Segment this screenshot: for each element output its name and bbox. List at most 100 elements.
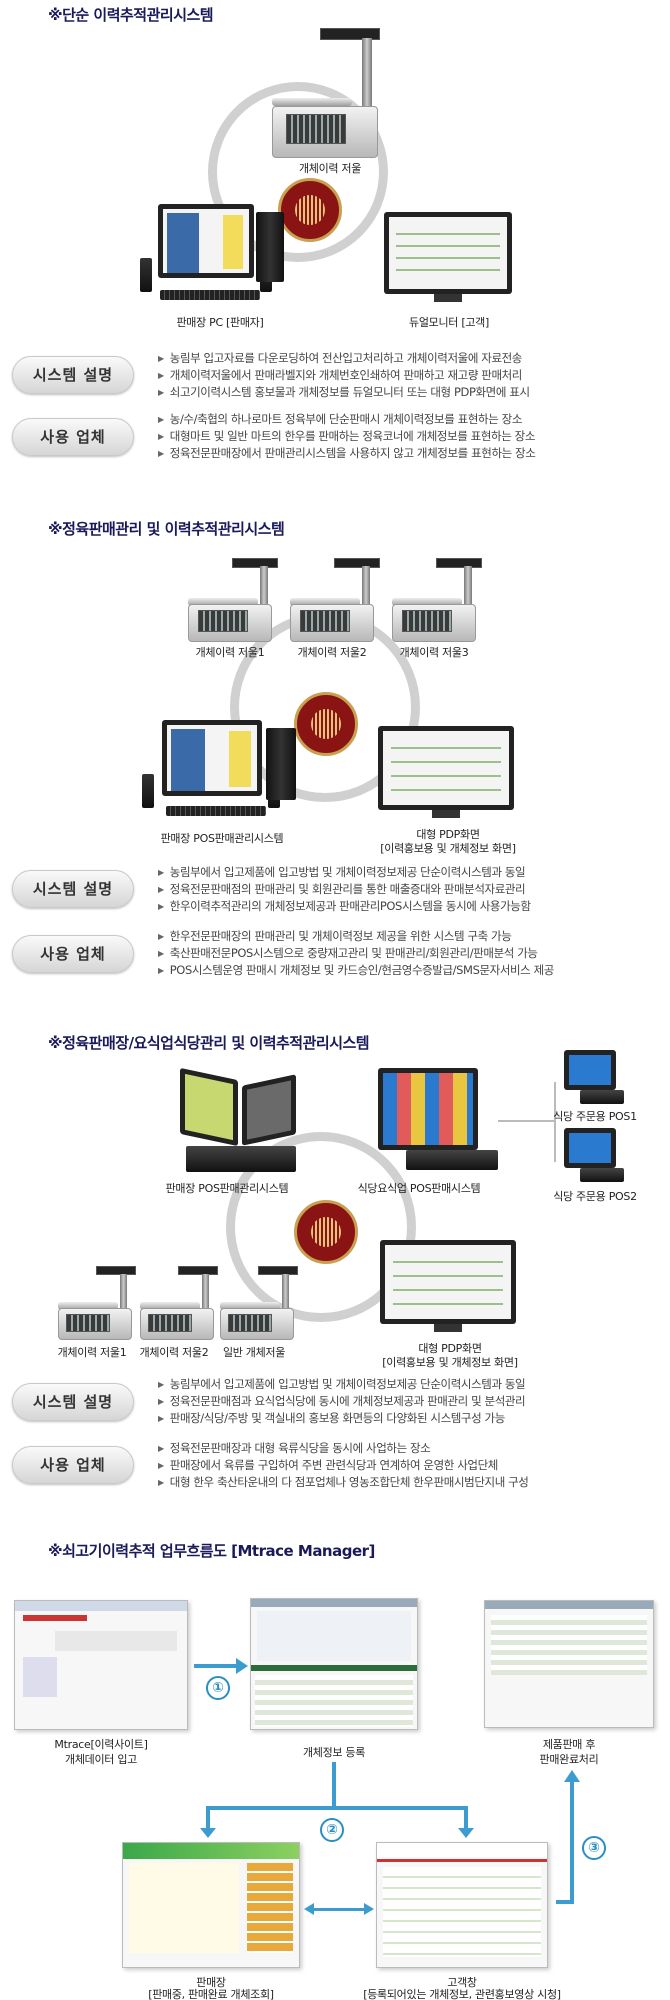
users-list: 농/수/축협의 하나로마트 정육부에 단순판매시 개체이력정보를 표현하는 장소…: [158, 411, 668, 462]
traceability-scale-icon: [140, 1266, 226, 1340]
arrow-head-icon: [564, 1770, 580, 1782]
list-item: 판매장에서 육류를 구입하여 주변 관련식당과 연계하여 운영한 사업단체: [158, 1457, 668, 1474]
step-number: ①: [206, 1676, 230, 1700]
connector-line: [498, 1120, 554, 1122]
section-title: ※정육판매장/요식업식당관리 및 이력추적관리시스템: [48, 1034, 370, 1052]
list-item: 농림부에서 입고제품에 입고방법 및 개체이력정보제공 단순이력시스템과 동일: [158, 864, 668, 881]
system-description-list: 농림부에서 입고제품에 입고방법 및 개체이력정보제공 단순이력시스템과 동일 …: [158, 864, 668, 915]
mtrace-caption: Mtrace[이력사이트]: [54, 1738, 148, 1751]
traceability-scale-icon: [272, 28, 392, 158]
flow-arrow: [570, 1780, 574, 1904]
scale-caption: 개체이력 저울: [298, 162, 362, 175]
system-ring: [226, 1132, 416, 1322]
pdp-subcaption: [이력홍보용 및 개체정보 화면]: [382, 1356, 518, 1369]
mtrace-screenshot: [14, 1600, 188, 1730]
users-list: 정육전문판매장과 대형 육류식당을 동시에 사업하는 장소 판매장에서 육류를 …: [158, 1440, 668, 1491]
sales-pc-icon: [140, 204, 290, 304]
list-item: 농림부 입고자료를 다운로딩하여 전산입고처리하고 개체이력저울에 자료전송: [158, 350, 668, 367]
traceability-scale-icon: [188, 558, 288, 642]
traceability-seal-icon: [294, 1200, 358, 1264]
list-item: 정육전문판매장과 대형 육류식당을 동시에 사업하는 장소: [158, 1440, 668, 1457]
users-list: 한우전문판매장의 판매관리 및 개체이력정보 제공을 위한 시스템 구축 가능 …: [158, 928, 668, 979]
scale-caption: 개체이력 저울1: [195, 646, 265, 659]
users-label: 사용 업체: [12, 418, 134, 456]
pdp-monitor-icon: [378, 726, 518, 822]
list-item: 한우이력추적관리의 개체정보제공과 판매관리POS시스템을 동시에 사용가능함: [158, 898, 668, 915]
traceability-seal-icon: [294, 692, 358, 756]
system-description-label: 시스템 설명: [12, 356, 134, 394]
order-pos-caption: 식당 주문용 POS1: [553, 1110, 637, 1123]
traceability-seal-icon: [278, 178, 342, 242]
arrow-head-icon: [236, 1658, 248, 1674]
complete-screenshot: [484, 1600, 654, 1728]
register-caption: 개체정보 등록: [302, 1746, 366, 1759]
order-pos-icon: [560, 1050, 630, 1106]
step-number: ②: [320, 1818, 344, 1842]
flow-arrow: [464, 1806, 468, 1830]
flow-arrow: [206, 1806, 468, 1810]
pos-sales-caption: 판매장 POS판매관리시스템: [165, 1182, 289, 1195]
order-pos-caption: 식당 주문용 POS2: [553, 1190, 637, 1203]
complete-subcaption: 판매완료처리: [539, 1753, 599, 1766]
flow-arrow: [332, 1762, 336, 1806]
store-caption: 판매장: [196, 1976, 226, 1989]
pdp-caption: 대형 PDP화면: [416, 828, 480, 841]
users-label: 사용 업체: [12, 1446, 134, 1484]
scale-caption: 개체이력 저울3: [399, 646, 469, 659]
customer-screenshot: [376, 1842, 548, 1968]
step-number: ③: [582, 1836, 606, 1860]
list-item: 정육전문판매장에서 판매관리시스템을 사용하지 않고 개체정보를 표현하는 장소: [158, 445, 668, 462]
flow-arrow: [312, 1908, 366, 1911]
arrow-head-icon: [458, 1828, 474, 1838]
flow-arrow: [194, 1664, 240, 1668]
list-item: 축산판매전문POS시스템으로 중량재고관리 및 판매관리/회원관리/판매분석 가…: [158, 945, 668, 962]
list-item: 농림부에서 입고제품에 입고방법 및 개체이력정보제공 단순이력시스템과 동일: [158, 1376, 668, 1393]
dual-pos-icon: [176, 1066, 306, 1176]
pc-caption: 판매장 POS판매관리시스템: [160, 832, 284, 845]
flow-arrow: [556, 1900, 572, 1904]
dual-monitor-icon: [384, 212, 514, 312]
pc-caption: 판매장 PC [판매자]: [176, 316, 264, 329]
pos-pc-icon: [142, 720, 302, 820]
restaurant-pos-icon: [378, 1068, 498, 1172]
list-item: 농/수/축협의 하나로마트 정육부에 단순판매시 개체이력정보를 표현하는 장소: [158, 411, 668, 428]
list-item: POS시스템운영 판매시 개체정보 및 카드승인/현금영수증발급/SMS문자서비…: [158, 962, 668, 979]
mtrace-subcaption: 개체데이터 입고: [65, 1753, 137, 1766]
system-ring: [208, 82, 388, 262]
complete-caption: 제품판매 후: [542, 1738, 596, 1751]
section-title: ※쇠고기이력추적 업무흐름도 [Mtrace Manager]: [48, 1542, 375, 1560]
arrow-head-icon: [364, 1903, 374, 1915]
scale-caption: 개체이력 저울2: [297, 646, 367, 659]
traceability-scale-icon: [220, 1266, 306, 1340]
list-item: 정육전문판매점과 요식업식당에 동시에 개체정보제공과 판매관리 및 분석관리: [158, 1393, 668, 1410]
scale-caption: 개체이력 저울2: [139, 1346, 209, 1359]
system-description-list: 농림부에서 입고제품에 입고방법 및 개체이력정보제공 단순이력시스템과 동일 …: [158, 1376, 668, 1427]
section-title: ※단순 이력추적관리시스템: [48, 6, 214, 24]
scale-caption: 개체이력 저울1: [57, 1346, 127, 1359]
customer-subcaption: [등록되어있는 개체정보, 관련홍보영상 시청]: [363, 1988, 561, 2000]
list-item: 대형 한우 축산타운내의 다 점포업체나 영농조합단체 한우판매시범단지내 구성: [158, 1474, 668, 1491]
pdp-subcaption: [이력홍보용 및 개체정보 화면]: [380, 842, 516, 855]
store-subcaption: [판매중, 판매완료 개체조회]: [148, 1988, 274, 2000]
traceability-scale-icon: [290, 558, 390, 642]
connector-line: [554, 1082, 556, 1162]
section-title: ※정육판매관리 및 이력추적관리시스템: [48, 520, 285, 538]
register-screenshot: [250, 1598, 418, 1730]
system-description-list: 농림부 입고자료를 다운로딩하여 전산입고처리하고 개체이력저울에 자료전송 개…: [158, 350, 668, 401]
list-item: 한우전문판매장의 판매관리 및 개체이력정보 제공을 위한 시스템 구축 가능: [158, 928, 668, 945]
scale-caption: 일반 개체저울: [222, 1346, 286, 1359]
pdp-monitor-icon: [380, 1240, 520, 1336]
arrow-head-icon: [304, 1903, 314, 1915]
traceability-scale-icon: [58, 1266, 144, 1340]
list-item: 판매장/식당/주방 및 객실내의 홍보용 화면등의 다양화된 시스템구성 가능: [158, 1410, 668, 1427]
order-pos-icon: [560, 1128, 630, 1184]
flow-arrow: [206, 1806, 210, 1830]
traceability-scale-icon: [392, 558, 492, 642]
monitor-caption: 듀얼모니터 [고객]: [409, 316, 489, 329]
customer-caption: 고객창: [447, 1976, 477, 1989]
list-item: 정육전문판매점의 판매관리 및 회원관리를 통한 매출증대와 판매분석자료관리: [158, 881, 668, 898]
store-screenshot: [122, 1842, 300, 1968]
list-item: 대형마트 및 일반 마트의 한우를 판매하는 정육코너에 개체정보를 표현하는 …: [158, 428, 668, 445]
system-description-label: 시스템 설명: [12, 1383, 134, 1421]
users-label: 사용 업체: [12, 935, 134, 973]
